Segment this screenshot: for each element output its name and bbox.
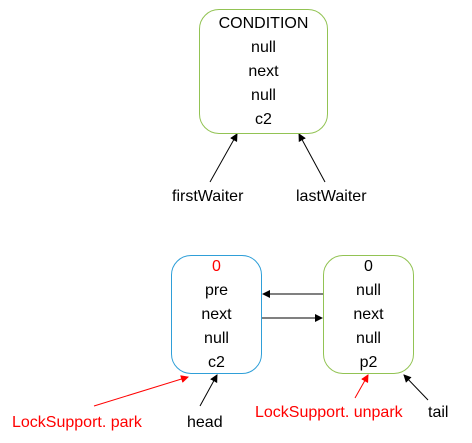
head-pointer-label: head bbox=[187, 414, 223, 431]
tail-pointer-label: tail bbox=[428, 404, 449, 421]
tail-node-field-1: null bbox=[356, 281, 381, 299]
last-waiter-arrow bbox=[298, 133, 326, 183]
tail-node: 0 null next null p2 bbox=[323, 255, 414, 374]
lock-support-unpark-label: LockSupport. unpark bbox=[255, 404, 403, 421]
head-node: 0 pre next null c2 bbox=[171, 255, 262, 374]
first-waiter-label: firstWaiter bbox=[172, 188, 244, 205]
condition-field-4: c2 bbox=[255, 110, 272, 128]
tail-node-field-3: null bbox=[356, 329, 381, 347]
tail-node-field-4: p2 bbox=[359, 353, 378, 371]
tail-node-field-2: next bbox=[353, 305, 384, 323]
tail-pointer-arrow bbox=[403, 374, 429, 401]
condition-field-2: next bbox=[248, 62, 279, 80]
head-node-field-2: next bbox=[201, 305, 232, 323]
head-pointer-arrow bbox=[199, 374, 218, 407]
condition-title: CONDITION bbox=[218, 14, 309, 32]
head-node-state: 0 bbox=[212, 257, 221, 275]
last-waiter-label: lastWaiter bbox=[296, 188, 367, 205]
lock-support-park-label: LockSupport. park bbox=[12, 414, 142, 431]
head-node-field-4: c2 bbox=[208, 353, 225, 371]
tail-node-state: 0 bbox=[364, 257, 373, 275]
condition-field-3: null bbox=[251, 86, 276, 104]
head-node-field-3: null bbox=[204, 329, 229, 347]
condition-field-1: null bbox=[251, 38, 276, 56]
head-node-field-1: pre bbox=[204, 281, 229, 299]
condition-node: CONDITION null next null c2 bbox=[199, 9, 328, 134]
first-waiter-arrow bbox=[209, 133, 238, 183]
unpark-arrow bbox=[354, 374, 369, 399]
park-arrow bbox=[93, 375, 189, 407]
